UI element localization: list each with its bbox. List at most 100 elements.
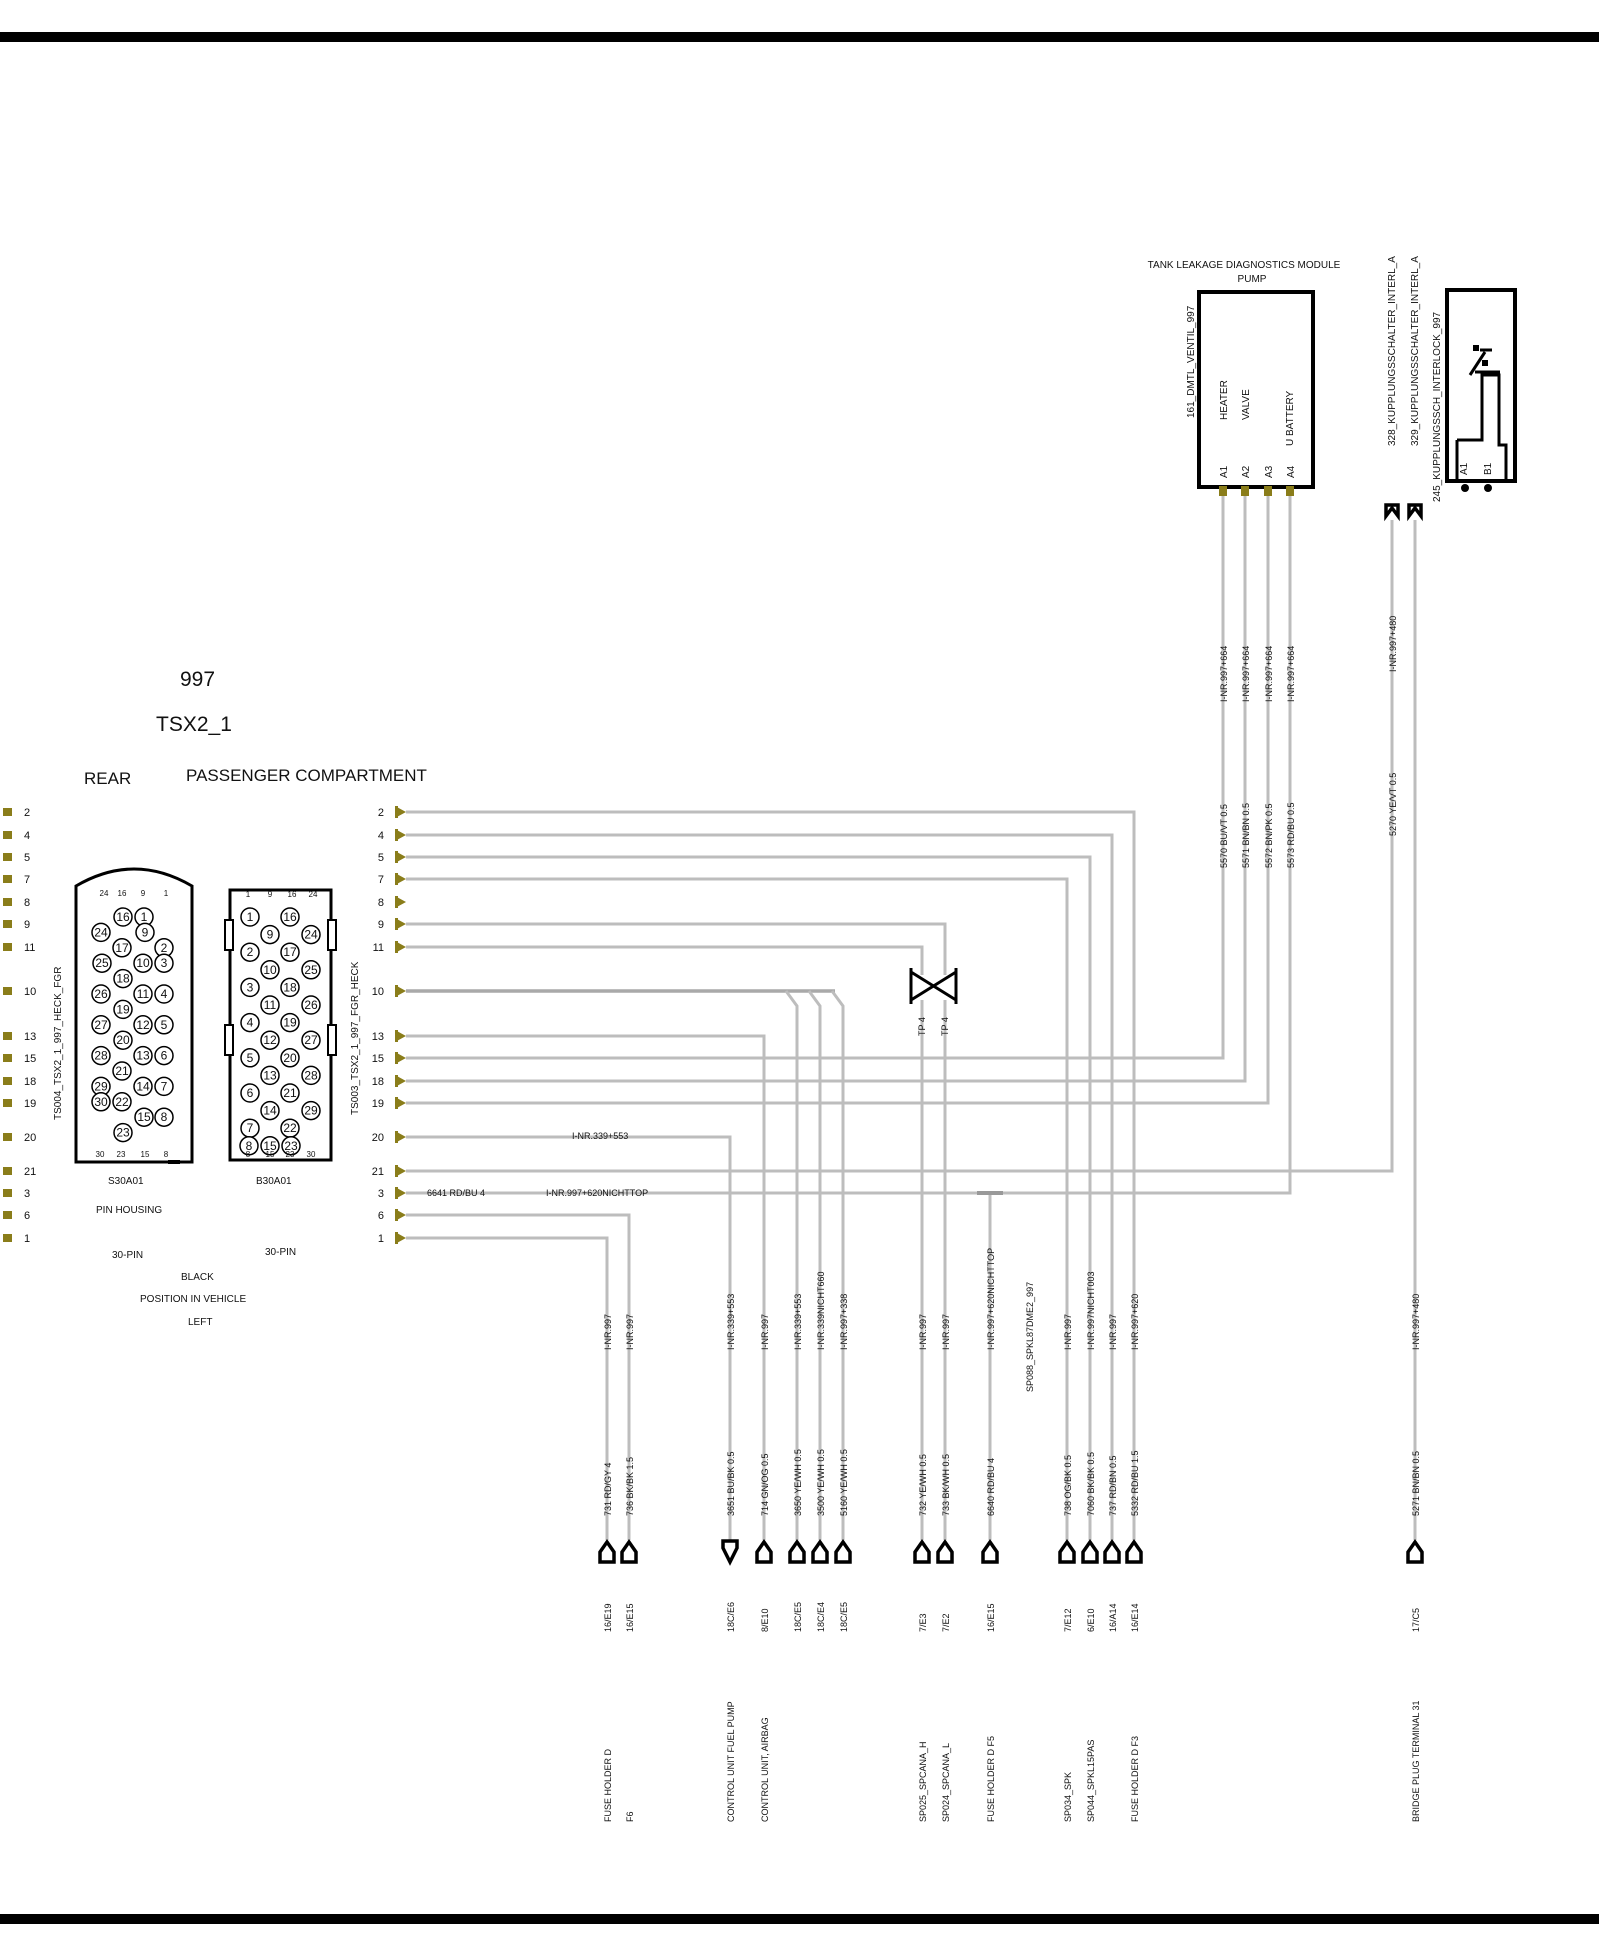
wire [406, 1135, 732, 1540]
wire-terminal [598, 1538, 616, 1564]
pin-marker [3, 1032, 12, 1040]
wire-destination: F6 [625, 1811, 635, 1822]
wire-spec-label: 738 OG/BK 0.5 [1063, 1455, 1073, 1516]
cavity-number: 9 [142, 925, 149, 939]
right-pin-number: 7 [378, 874, 384, 886]
switch-contact-icon [1473, 345, 1479, 351]
wire-reference: 18C/E5 [839, 1602, 849, 1632]
tank-module-pin-marker [1264, 486, 1272, 496]
pin-marker [395, 1052, 398, 1064]
wire-inr-label: I-NR.339+553 [726, 1294, 736, 1350]
cavity-number: 1 [141, 910, 148, 924]
pin-marker [395, 1165, 398, 1177]
right-connector-side-label: TS003_TSX2_1_997_FGR_HECK [350, 961, 361, 1115]
cavity-number: 18 [116, 972, 130, 986]
connector-cavity [154, 1107, 174, 1127]
connector-cavity [240, 1048, 260, 1068]
left-pin-count: 30-PIN [112, 1250, 143, 1261]
left-pin-number: 21 [24, 1166, 36, 1178]
passenger-compartment-label: PASSENGER COMPARTMENT [186, 766, 427, 785]
connector-cavity [260, 1065, 280, 1086]
wire [406, 810, 1136, 1540]
pin-marker [3, 943, 12, 951]
right-pin-number: 18 [372, 1076, 384, 1088]
wire-terminal [788, 1538, 806, 1564]
wire-spec-label: 3650 YE/WH 0.5 [793, 1449, 803, 1516]
right-pin-number: 20 [372, 1132, 384, 1144]
wire-terminal [721, 1539, 739, 1566]
connector-cavity [280, 977, 300, 998]
corner-number: 8 [246, 1150, 251, 1159]
right-pin-number: 10 [372, 986, 384, 998]
connector-b30a01-latch [224, 919, 234, 951]
right-pin-number: 8 [378, 897, 384, 909]
connector-name: TSX2_1 [156, 713, 232, 736]
pin-marker [3, 1054, 12, 1062]
corner-number: 9 [141, 889, 146, 898]
connector-cavity [301, 1100, 321, 1121]
cavity-number: 7 [161, 1079, 168, 1093]
twisted-pair-label: TP 4 [917, 1017, 927, 1036]
tank-module-subtitle: PUMP [1238, 274, 1267, 285]
left-pin-number: 15 [24, 1053, 36, 1065]
wire-inr-label: I-NR.997 [603, 1314, 613, 1350]
cavity-number: 14 [136, 1079, 150, 1093]
wire-reference: 18C/E6 [726, 1602, 736, 1632]
wire-terminal [936, 1538, 954, 1564]
connector-cavity [301, 1030, 321, 1050]
pin-marker [395, 829, 398, 841]
connector-cavity [301, 995, 321, 1015]
wire [406, 1213, 631, 1540]
pin-marker [3, 1234, 12, 1242]
connector-cavity [281, 1136, 301, 1156]
cavity-number: 17 [283, 945, 297, 959]
left-pin-number: 8 [24, 897, 30, 909]
cavity-number: 16 [283, 910, 297, 924]
housing-type: PIN HOUSING [96, 1205, 162, 1216]
pin-marker [395, 1187, 398, 1199]
clutch-switch-pin: B1 [1483, 462, 1494, 475]
cavity-number: 2 [247, 945, 254, 959]
top-border-bar [0, 32, 1599, 42]
connector-cavity [240, 1083, 260, 1103]
wire [406, 833, 1114, 1540]
wire [406, 487, 1270, 1105]
pin-marker [3, 898, 12, 906]
clutch-wire-inr: I-NR.997+480 [1388, 616, 1398, 672]
connector-cavity [301, 924, 321, 945]
corner-number: 16 [118, 889, 127, 898]
splice-label: SP088_SPKL87DME2_997 [1025, 1282, 1035, 1392]
twisted-pair-cross [910, 970, 957, 1002]
cavity-number: 25 [304, 963, 318, 977]
left-pin-number: 9 [24, 919, 30, 931]
wire-spec-label: 732 YE/WH 0.5 [918, 1454, 928, 1516]
tank-module-pin: A3 [1264, 465, 1275, 478]
right-pin-number: 1 [378, 1233, 384, 1245]
twisted-pair-label: TP 4 [940, 1017, 950, 1036]
wire-destination: SP034_SPK [1063, 1772, 1073, 1822]
wire-inr-label: I-NR.997+620NICHTTOP [986, 1248, 996, 1350]
cavity-number: 21 [283, 1086, 297, 1100]
twisted-pair-symbol [909, 968, 958, 1004]
cavity-number: 10 [136, 956, 150, 970]
connector-cavity [260, 1100, 280, 1121]
wire [784, 990, 799, 1540]
pin-marker [3, 987, 12, 995]
tank-module-pin-marker [1241, 486, 1249, 496]
cavity-number: 3 [161, 956, 168, 970]
pin-marker [3, 808, 12, 816]
wire [406, 487, 1247, 1083]
tank-leakage-module[interactable]: TANK LEAKAGE DIAGNOSTICS MODULE PUMP 161… [1148, 260, 1341, 496]
clutch-interlock-switch[interactable]: 328_KUPPLUNGSSCHALTER_INTERL_A 329_KUPPL… [1384, 256, 1517, 522]
corner-number: 23 [286, 1150, 295, 1159]
wire-destination: FUSE HOLDER D F5 [986, 1736, 996, 1822]
wire-reference: 17/C5 [1411, 1608, 1421, 1632]
tank-module-function: HEATER [1219, 380, 1230, 420]
connector-cavity [154, 953, 174, 973]
connector-cavity [91, 984, 111, 1004]
right-pin-number: 19 [372, 1098, 384, 1110]
